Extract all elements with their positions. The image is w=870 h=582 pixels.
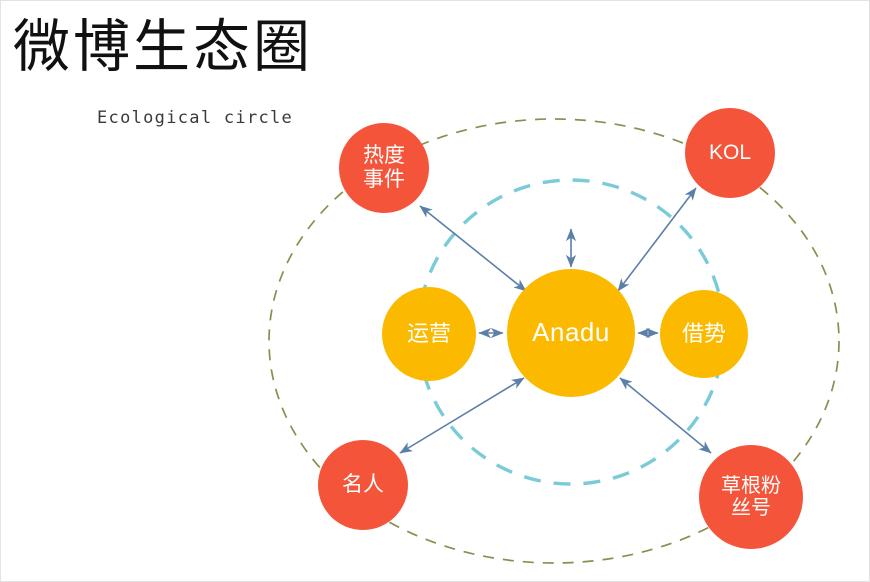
connector-anadu-grassroots <box>619 377 712 454</box>
node-celebrities[interactable]: 名人 <box>318 440 408 530</box>
node-hot-events[interactable]: 热度 事件 <box>339 123 429 213</box>
node-celebrities-label: 名人 <box>342 473 384 497</box>
title-block: 微博生态圈 Ecological circle <box>1 1 431 141</box>
node-leverage[interactable]: 借势 <box>660 290 748 378</box>
node-hot-events-label: 热度 事件 <box>363 144 405 191</box>
page-title: 微博生态圈 <box>13 14 313 80</box>
node-operations[interactable]: 运营 <box>382 287 476 381</box>
node-grassroots-label: 草根粉 丝号 <box>721 474 781 519</box>
node-leverage-label: 借势 <box>681 320 726 346</box>
outer-ring-dashed <box>268 118 840 564</box>
node-anadu[interactable]: Anadu <box>507 269 635 397</box>
node-anadu-label: Anadu <box>532 317 610 348</box>
connector-anadu-kol <box>617 187 697 292</box>
connector-anadu-hot-events <box>419 205 527 292</box>
node-kol-label: KOL <box>708 141 752 165</box>
page-subtitle: Ecological circle <box>97 108 294 128</box>
node-grassroots[interactable]: 草根粉 丝号 <box>699 445 803 549</box>
connector-anadu-celebrities <box>399 377 525 454</box>
node-operations-label: 运营 <box>406 320 451 346</box>
node-kol[interactable]: KOL <box>685 108 775 198</box>
